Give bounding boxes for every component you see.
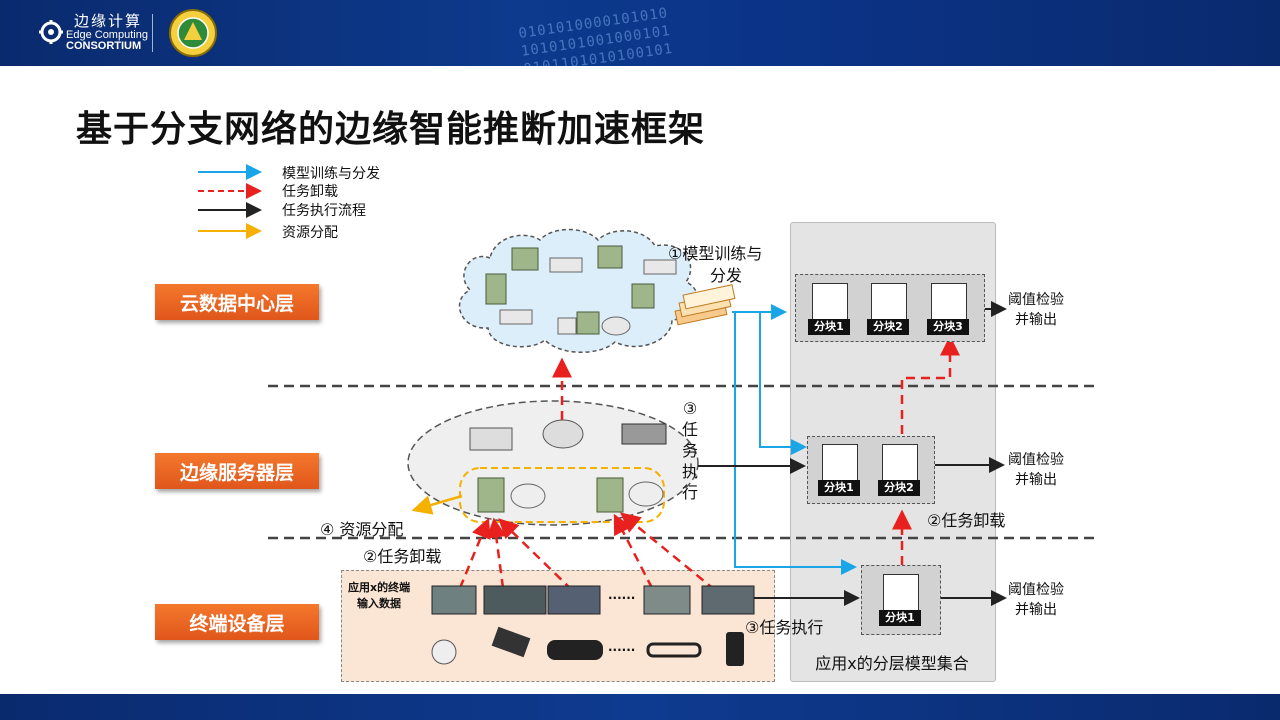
gear-logo-icon	[39, 20, 63, 44]
document-stack-icon	[674, 284, 736, 326]
cloud-servers	[485, 245, 655, 335]
cloud-block-3: 分块3	[927, 283, 969, 335]
header-banner: 0101010000101010 1010101001000101 010110…	[0, 0, 1280, 66]
university-seal-icon	[169, 9, 217, 57]
model-set-label: 应用x的分层模型集合	[815, 654, 969, 673]
annotation-offload-right: ②任务卸载	[927, 511, 1006, 530]
edge-server-group	[459, 467, 665, 523]
annotation-train-1: ①模型训练与	[668, 244, 763, 263]
legend-label-train: 模型训练与分发	[282, 166, 380, 182]
cloud-output-label: 阈值检验并输出	[1008, 292, 1064, 328]
cloud-racks	[499, 257, 677, 336]
annotation-train-2: 分发	[710, 266, 743, 285]
legend-label-resource: 资源分配	[282, 225, 338, 241]
terminal-devices	[431, 626, 744, 666]
legend-label-exec: 任务执行流程	[282, 203, 366, 219]
annotation-resource-alloc: ④ 资源分配	[320, 520, 404, 539]
org-name-cn: 边缘计算	[74, 12, 143, 30]
edge-block-1: 分块1	[818, 444, 860, 496]
legend-lines	[198, 164, 262, 239]
org-name-en-2: CONSORTIUM	[66, 40, 142, 52]
legend: 模型训练与分发 任务卸载 任务执行流程 资源分配	[196, 162, 436, 244]
terminal-input-images	[431, 585, 755, 615]
org-name-en-1: Edge Computing	[66, 29, 148, 41]
layer-label-edge: 边缘服务器层	[155, 453, 319, 489]
page-title: 基于分支网络的边缘智能推断加速框架	[76, 109, 706, 150]
dots-devices: ......	[608, 640, 636, 654]
blue-distribution-arrows	[732, 304, 857, 575]
red-offload-arrows	[458, 335, 960, 591]
edge-ellipse	[407, 400, 699, 526]
footer-banner	[0, 694, 1280, 720]
layer-label-cloud: 云数据中心层	[155, 284, 319, 320]
dots-images: ......	[608, 588, 636, 602]
terminal-output-label: 阈值检验并输出	[1008, 582, 1064, 618]
resource-allocation-arrow	[411, 494, 463, 515]
edge-output-label: 阈值检验并输出	[1008, 452, 1064, 488]
layer-label-terminal: 终端设备层	[155, 604, 319, 640]
annotation-task-exec-bottom: ③任务执行	[745, 618, 824, 637]
logo-divider	[152, 14, 153, 52]
cloud-block-2: 分块2	[867, 283, 909, 335]
annotation-task-exec-vertical: ③ 任 务 执 行	[681, 399, 698, 502]
terminal-block-1: 分块1	[879, 574, 921, 626]
edge-servers	[477, 477, 664, 513]
terminal-input-label: 应用x的终端 输入数据	[348, 581, 411, 610]
legend-label-offload: 任务卸载	[282, 184, 338, 200]
annotation-offload-left: ②任务卸载	[363, 547, 442, 566]
edge-network-devices	[469, 419, 667, 451]
edge-block-2: 分块2	[878, 444, 920, 496]
cloud-block-1: 分块1	[808, 283, 850, 335]
